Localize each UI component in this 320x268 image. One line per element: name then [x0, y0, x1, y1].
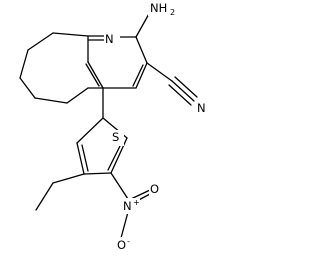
nitro-nitrogen-charge: + [133, 198, 140, 207]
sulfur-label: S [112, 130, 119, 144]
amino-bond [135, 11, 151, 38]
ethyl-group [35, 173, 85, 211]
pyridine-ring [85, 35, 148, 89]
atom-labels: N NH 2 N S N + O O - [104, 0, 210, 253]
nitrile-nitrogen-label: N [197, 101, 206, 115]
cycloheptane-ring [19, 32, 89, 104]
nitro-oxygen-top-label: O [150, 182, 159, 196]
amino-subscript: 2 [170, 8, 175, 17]
nitrile-bond [146, 62, 198, 106]
thiophene-ring [76, 117, 128, 175]
amino-label: NH [150, 1, 167, 15]
nitro-oxygen-bottom-label: O [117, 238, 126, 252]
molecule-structure: N NH 2 N S N + O O - [19, 0, 210, 253]
nitro-oxygen-charge: - [127, 237, 130, 246]
ring-nitrogen-label: N [105, 32, 114, 46]
nitro-nitrogen-label: N [123, 199, 132, 213]
